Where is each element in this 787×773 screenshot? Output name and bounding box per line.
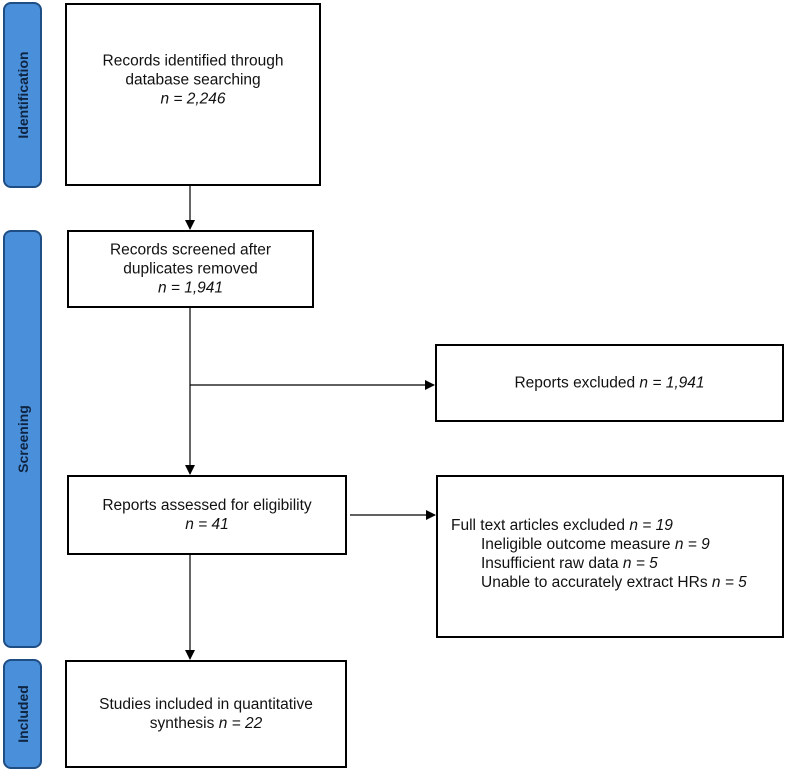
records-screened-line2: duplicates removed [123, 260, 258, 278]
fulltext-excluded-title: Full text articles excluded [451, 517, 626, 534]
stage-included: Included [3, 659, 42, 769]
exclusion-reason-label: Unable to accurately extract HRs [481, 574, 708, 591]
exclusion-reason-item: Ineligible outcome measure n = 9 [451, 535, 776, 554]
eligibility-box: Reports assessed for eligibility n = 41 [67, 475, 347, 555]
exclusion-reason-label: Insufficient raw data [481, 555, 619, 572]
records-screened-count: n = 1,941 [157, 279, 224, 297]
studies-included-count: n = 22 [218, 715, 263, 732]
studies-included-line2: synthesis [149, 715, 215, 732]
stage-identification: Identification [3, 2, 42, 188]
records-screened-line1: Records screened after [109, 241, 272, 259]
exclusion-reason-label: Ineligible outcome measure [481, 536, 671, 553]
studies-included-line1: Studies included in quantitative [99, 696, 313, 713]
eligibility-line1: Reports assessed for eligibility [102, 497, 312, 514]
records-identified-line2: database searching [125, 71, 261, 89]
exclusion-reason-item: Insufficient raw data n = 5 [451, 554, 776, 573]
fulltext-excluded-count: n = 19 [629, 517, 673, 534]
studies-included-box: Studies included in quantitative synthes… [65, 660, 347, 768]
reports-excluded-label: Reports excluded [514, 374, 636, 392]
reports-excluded-count: n = 1,941 [639, 374, 705, 392]
stage-screening: Screening [3, 230, 42, 648]
exclusion-reason-count: n = 5 [711, 574, 747, 591]
reports-excluded-box: Reports excluded n = 1,941 [435, 344, 784, 422]
records-identified-box: Records identified through database sear… [65, 3, 321, 186]
exclusion-reason-count: n = 5 [622, 555, 658, 572]
eligibility-count: n = 41 [185, 516, 229, 533]
records-identified-line1: Records identified through [102, 52, 284, 70]
exclusion-reason-item: Unable to accurately extract HRs n = 5 [451, 573, 776, 592]
records-screened-box: Records screened after duplicates remove… [67, 230, 314, 308]
exclusion-reason-count: n = 9 [674, 536, 710, 553]
fulltext-excluded-box: Full text articles excluded n = 19 Ineli… [436, 475, 784, 638]
records-identified-count: n = 2,246 [160, 90, 226, 108]
